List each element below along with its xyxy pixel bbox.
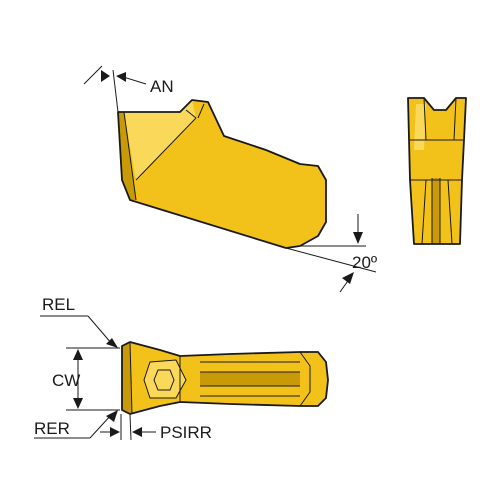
label-psirr: PSIRR bbox=[160, 423, 212, 442]
label-an: AN bbox=[150, 77, 174, 96]
label-rel: REL bbox=[42, 295, 75, 314]
label-rer: RER bbox=[34, 419, 70, 438]
cw-dimension bbox=[66, 347, 120, 411]
an-dimension bbox=[83, 65, 147, 113]
psirr-dimension bbox=[100, 413, 156, 441]
insert-end-view bbox=[407, 97, 467, 245]
label-angle: 20º bbox=[352, 253, 377, 272]
rer-leader bbox=[34, 410, 118, 439]
insert-side-view bbox=[117, 99, 327, 249]
angle-dimension bbox=[285, 214, 377, 293]
label-cw: CW bbox=[52, 371, 80, 390]
insert-top-view bbox=[121, 341, 329, 415]
rel-leader bbox=[40, 315, 118, 348]
